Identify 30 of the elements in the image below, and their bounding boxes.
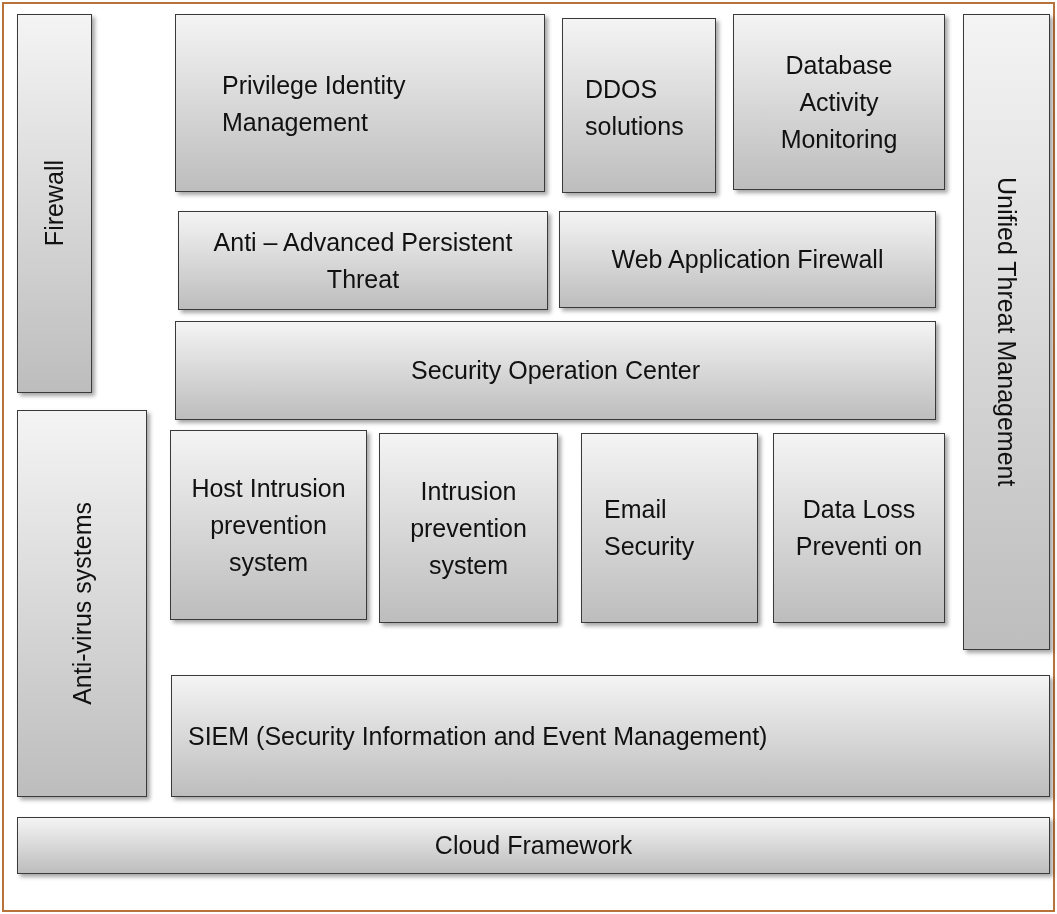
layer-box [773,433,945,623]
layer-box [562,18,716,193]
layer-box [17,14,92,393]
layer-box [733,14,945,190]
layer-box [581,433,758,623]
layer-label: Database Activity Monitoring [779,49,899,155]
layer-box [171,675,1050,797]
layer-label: Email Security [604,494,696,562]
layer-label: Unified Threat Management [992,177,1022,487]
layer-label: Web Application Firewall [611,244,884,275]
layer-label: Privilege Identity Management [222,70,407,138]
layer-box [178,211,548,310]
layer-box [175,14,545,192]
layer-label: Anti – Advanced Persistent Threat [212,226,514,295]
layer-label: Firewall [39,160,69,247]
layer-label: Cloud Framework [434,830,633,861]
layer-box [17,817,1050,874]
layer-box [17,410,147,797]
layer-label: Host Intrusion prevention system [190,472,347,578]
layer-label: Security Operation Center [411,355,700,386]
layer-box [963,14,1050,650]
layer-box [379,433,558,623]
layer-label: SIEM (Security Information and Event Management) [188,720,768,752]
layer-box [175,321,936,420]
layer-label: DDOS solutions [585,74,685,142]
layer-label: Data Loss Preventi on [794,494,924,562]
layer-label: Anti-virus systems [66,502,97,705]
layer-box [559,211,936,308]
layer-box [170,430,367,620]
layer-label: Intrusion prevention system [409,475,528,581]
